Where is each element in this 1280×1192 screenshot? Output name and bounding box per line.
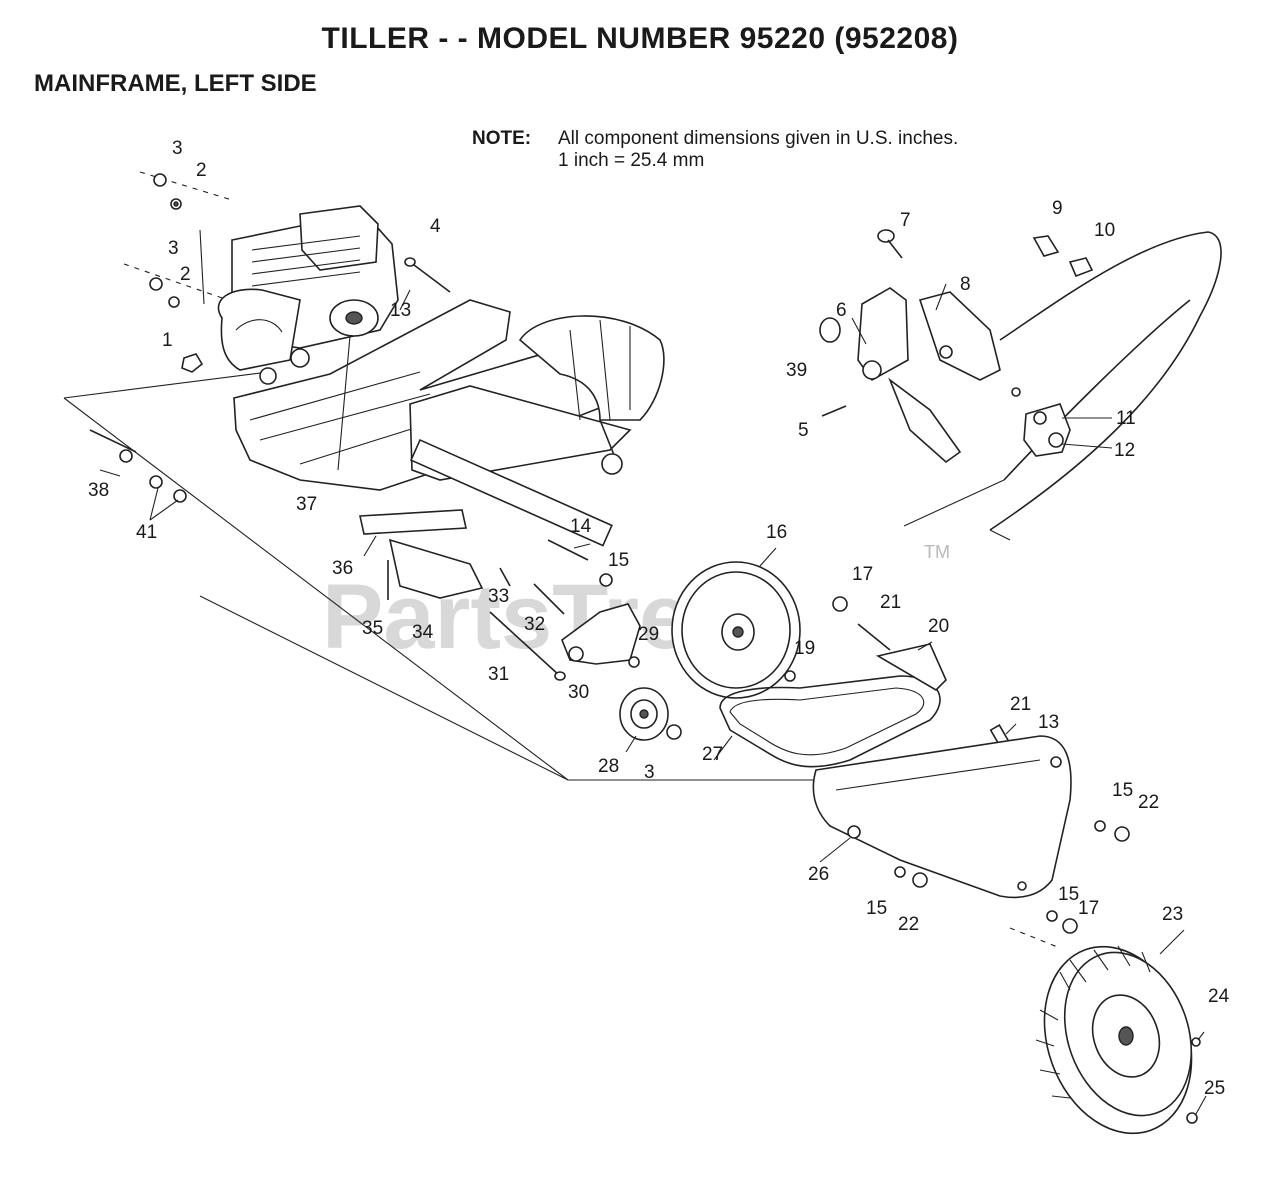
callout-21: 21 xyxy=(880,592,901,613)
callout-2: 2 xyxy=(196,160,207,181)
callout-39: 39 xyxy=(786,360,807,381)
callout-36: 36 xyxy=(332,558,353,579)
callout-3: 3 xyxy=(168,238,179,259)
callout-21: 21 xyxy=(1010,694,1031,715)
callout-10: 10 xyxy=(1094,220,1115,241)
callout-3: 3 xyxy=(644,762,655,783)
wheel-tire xyxy=(1035,945,1201,1135)
callout-22: 22 xyxy=(1138,792,1159,813)
callout-27: 27 xyxy=(702,744,723,765)
callout-20: 20 xyxy=(928,616,949,637)
callout-34: 34 xyxy=(412,622,434,643)
diagram-subtitle: MAINFRAME, LEFT SIDE xyxy=(34,70,317,97)
callout-26: 26 xyxy=(808,864,829,885)
idler-bracket xyxy=(561,603,641,668)
callout-31: 31 xyxy=(488,664,509,685)
dimension-note: NOTE: All component dimensions given in U… xyxy=(472,128,958,172)
rear-detail-assembly xyxy=(819,229,1222,541)
callout-4: 4 xyxy=(430,216,441,237)
callout-24: 24 xyxy=(1208,986,1230,1007)
engine-assembly xyxy=(217,205,399,385)
assembly-reference-lines xyxy=(63,171,1061,949)
watermark-trademark: TM xyxy=(924,542,950,562)
callout-6: 6 xyxy=(836,300,847,321)
mainframe xyxy=(233,299,665,547)
callout-15: 15 xyxy=(866,898,887,919)
callout-7: 7 xyxy=(900,210,911,231)
callout-15: 15 xyxy=(1112,780,1133,801)
leader-lines xyxy=(99,283,1207,1115)
hardware-38-41 xyxy=(89,429,187,503)
callout-13: 13 xyxy=(1038,712,1059,733)
diagram-title: TILLER - - MODEL NUMBER 95220 (952208) xyxy=(321,22,959,55)
bracket-assembly xyxy=(359,509,511,600)
note-line-1: All component dimensions given in U.S. i… xyxy=(558,128,959,149)
callout-23: 23 xyxy=(1162,904,1183,925)
hardware-upper-left xyxy=(149,173,204,373)
callout-2: 2 xyxy=(180,264,191,285)
callout-17: 17 xyxy=(852,564,873,585)
callout-37: 37 xyxy=(296,494,317,515)
note-label: NOTE: xyxy=(472,128,532,149)
callout-25: 25 xyxy=(1204,1078,1225,1099)
callout-19: 19 xyxy=(794,638,815,659)
callout-5: 5 xyxy=(798,420,809,441)
engine-pulley xyxy=(329,299,379,337)
callout-15: 15 xyxy=(1058,884,1079,905)
drive-belt xyxy=(719,675,941,768)
callout-38: 38 xyxy=(88,480,109,501)
callout-16: 16 xyxy=(766,522,787,543)
callout-11: 11 xyxy=(1116,408,1136,429)
callout-35: 35 xyxy=(362,618,383,639)
callout-32: 32 xyxy=(524,614,545,635)
callout-3: 3 xyxy=(172,138,183,159)
callout-labels: 3 2 3 2 1 4 13 37 38 41 36 35 34 33 32 3… xyxy=(88,138,1230,1099)
callout-15: 15 xyxy=(608,550,629,571)
callout-22: 22 xyxy=(898,914,919,935)
cover-hardware xyxy=(832,596,1130,934)
callout-30: 30 xyxy=(568,682,589,703)
large-pulley xyxy=(671,561,801,699)
bolt-4 xyxy=(404,257,451,293)
idler-pulley xyxy=(619,687,682,741)
callout-14: 14 xyxy=(570,516,592,537)
callout-13: 13 xyxy=(390,300,411,321)
callout-9: 9 xyxy=(1052,198,1063,219)
callout-17: 17 xyxy=(1078,898,1099,919)
rods-and-pins xyxy=(489,539,613,681)
callout-33: 33 xyxy=(488,586,509,607)
callout-41: 41 xyxy=(136,522,157,543)
belt-cover xyxy=(812,735,1072,899)
callout-12: 12 xyxy=(1114,440,1135,461)
callout-1: 1 xyxy=(162,330,173,351)
callout-29: 29 xyxy=(638,624,659,645)
callout-28: 28 xyxy=(598,756,619,777)
callout-8: 8 xyxy=(960,274,971,295)
note-line-2: 1 inch = 25.4 mm xyxy=(558,150,705,171)
